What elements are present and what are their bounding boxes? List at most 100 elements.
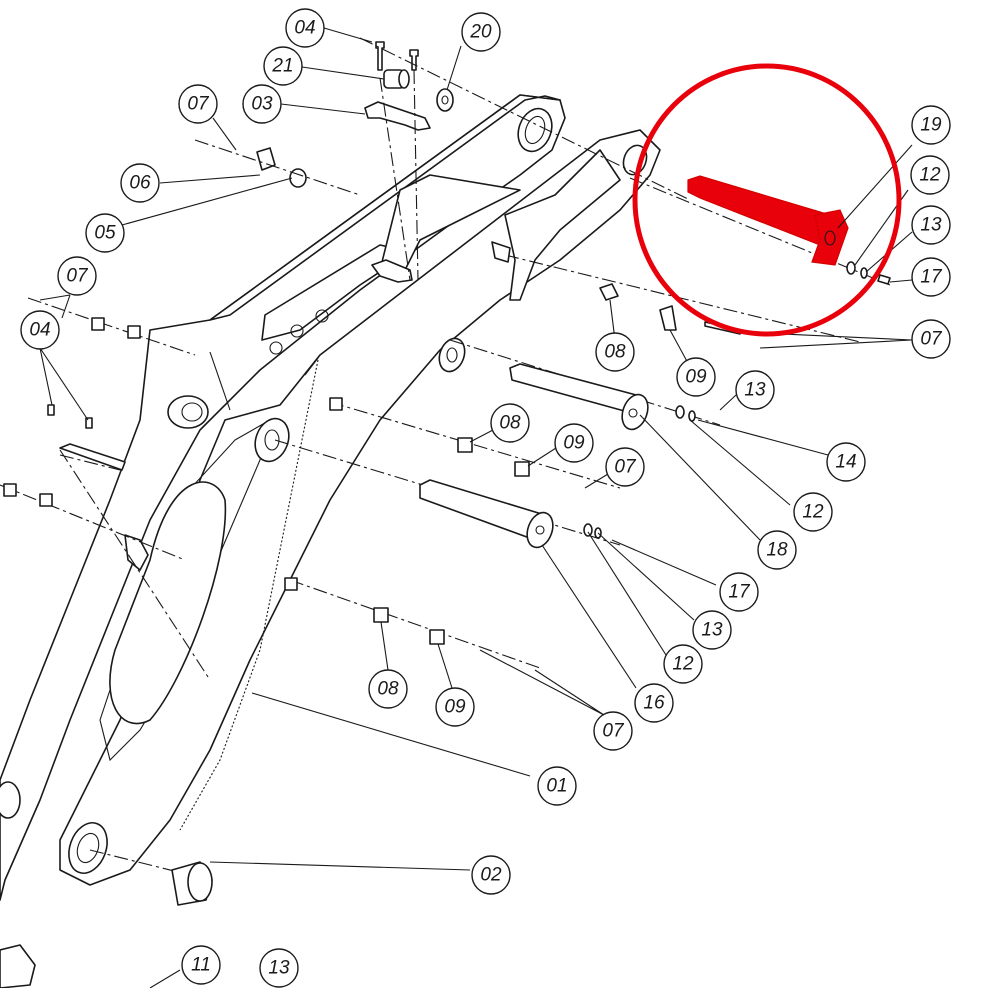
callout-circle [793,492,833,532]
callout-circle [757,530,797,570]
callout-19: 19 [911,105,951,145]
callout-label: 04 [29,320,50,341]
callout-label: 17 [920,267,943,288]
callout-circle [634,683,674,723]
part-18-pin [509,363,649,431]
part-09-clip-top [491,241,511,263]
callout-03: 03 [242,84,282,124]
callout-circle [911,319,951,359]
callout-13: 13 [735,370,775,410]
callout-label: 17 [728,582,751,603]
callout-circle [676,357,716,397]
callout-label: 13 [268,958,290,979]
callout-label: 20 [469,22,492,43]
callout-08: 08 [490,403,530,443]
part-04-bolt-left-b [85,417,93,429]
part-13-washer-mid [688,410,696,422]
part-03-plate [364,101,431,131]
callout-label: 19 [920,115,942,136]
part-19-pin-highlighted [687,175,849,266]
callout-label: 12 [802,502,824,523]
callout-17: 17 [911,257,951,297]
callout-circle [911,205,951,245]
part-21-bushing [383,69,410,89]
callout-20: 20 [461,12,501,52]
callout-04: 04 [20,310,60,350]
callout-label: 12 [919,165,941,186]
part-16-pin [419,479,554,549]
callout-label: 09 [685,367,707,388]
callout-label: 07 [614,457,637,478]
callout-circle [910,155,950,195]
callout-label: 13 [701,620,723,641]
callout-circle [368,669,408,709]
callout-01: 01 [537,766,577,806]
part-17-bolt-top [877,274,891,285]
part-clip-left-c [3,483,17,497]
callout-circle [719,572,759,612]
callout-label: 02 [480,865,502,886]
callout-07: 07 [605,447,645,487]
part-12-washer-mid [675,405,685,419]
callout-13: 13 [692,610,732,650]
callout-label: 06 [129,173,151,194]
part-20-washer [436,88,454,112]
callout-circle [263,46,303,86]
callout-label: 07 [66,266,89,287]
callout-label: 08 [604,342,626,363]
callout-circle [471,855,511,895]
part-bottom-fragment [0,944,36,988]
assembly-centerlines [0,37,891,881]
part-08-bushing-mid [599,283,619,301]
callout-label: 13 [744,380,766,401]
part-09-clip-a [514,461,530,477]
callout-label: 21 [271,56,293,77]
callout-09: 09 [554,423,594,463]
callout-circle [181,945,221,985]
part-09-clip-b [429,629,445,645]
callout-06: 06 [120,163,160,203]
callout-label: 08 [499,413,521,434]
callout-07: 07 [178,84,218,124]
callout-circle [490,403,530,443]
part-04-bolt-2 [409,49,419,71]
callout-label: 07 [920,329,943,350]
callout-08: 08 [368,669,408,709]
callout-label: 04 [294,18,315,39]
part-04-bolt [375,41,385,71]
part-clip-left-a [91,317,105,331]
part-08-clip-a [457,437,473,453]
callout-label: 16 [643,693,665,714]
callout-07: 07 [911,319,951,359]
part-rod-left [59,443,126,471]
callout-label: 05 [94,223,116,244]
callout-circle [120,163,160,203]
callout-label: 01 [546,776,567,797]
callout-08: 08 [595,332,635,372]
callout-label: 09 [563,433,585,454]
callout-circle [692,610,732,650]
part-clip-left-b [127,325,141,339]
callout-17: 17 [719,572,759,612]
callout-label: 08 [377,679,399,700]
callout-12: 12 [793,492,833,532]
callout-circle [435,687,475,727]
callout-label: 12 [672,654,694,675]
callout-circle [20,310,60,350]
callout-label: 13 [920,215,942,236]
callout-09: 09 [676,357,716,397]
callout-circle [242,84,282,124]
callout-14: 14 [826,442,866,482]
callout-label: 03 [251,94,273,115]
part-clip-mid-a [329,397,343,411]
highlight-circle [632,63,902,337]
part-08-clip-b [373,607,389,623]
callout-circle [178,84,218,124]
callout-circle [461,12,501,52]
callout-label: 07 [602,721,625,742]
callout-09: 09 [435,687,475,727]
callout-11: 11 [181,945,221,985]
callout-circle [595,332,635,372]
part-clip-left-d [39,493,53,507]
